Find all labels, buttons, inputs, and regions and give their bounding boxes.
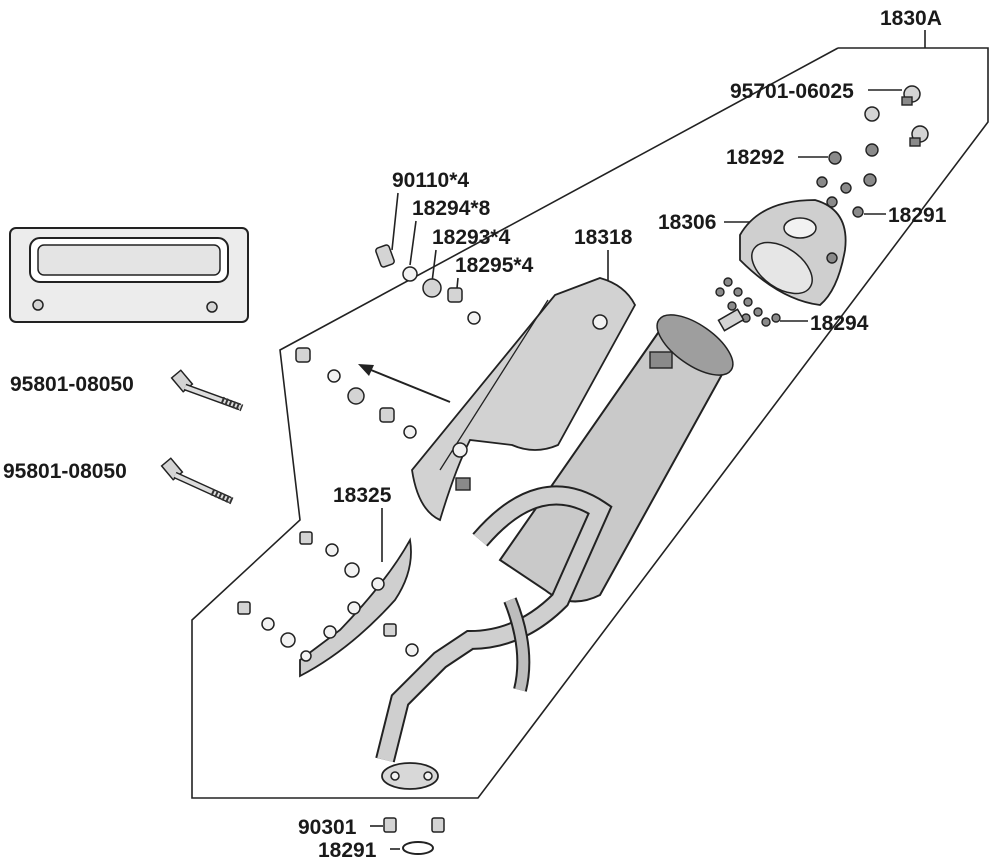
label-18318: 18318	[574, 226, 633, 249]
leader-90110	[391, 192, 399, 251]
muffler-body	[498, 308, 745, 603]
label-90110: 90110*4	[392, 169, 469, 192]
bottom-nuts-90301	[383, 817, 445, 833]
leader-18294x8	[409, 220, 417, 266]
heat-shield-18318	[411, 277, 637, 522]
label-18294-right: 18294	[810, 312, 869, 335]
top-washers	[816, 143, 879, 218]
label-18295: 18295*4	[455, 254, 534, 277]
guard-18325	[299, 537, 412, 678]
label-95701-06025: 95701-06025	[730, 80, 854, 103]
long-bolt-2	[160, 457, 234, 505]
label-18291-top: 18291	[888, 204, 947, 227]
gasket-18291-bottom	[402, 841, 434, 855]
small-rings	[715, 277, 781, 327]
label-18291-bottom: 18291	[318, 839, 377, 862]
guard-hardware	[237, 531, 419, 657]
label-18306: 18306	[658, 211, 716, 234]
assembly-arrow	[358, 364, 451, 403]
label-18293: 18293*4	[432, 226, 511, 249]
decal-panel	[9, 227, 249, 323]
exhaust-pipe	[375, 485, 613, 790]
top-bolts	[864, 85, 929, 147]
label-95801-08050-a: 95801-08050	[10, 373, 134, 396]
long-bolt-1	[170, 369, 244, 412]
label-18325: 18325	[333, 484, 392, 507]
label-90301: 90301	[298, 816, 357, 839]
shield-hardware	[295, 244, 481, 439]
label-1830a: 1830A	[880, 7, 942, 30]
label-18292: 18292	[726, 146, 784, 169]
label-95801-08050-b: 95801-08050	[3, 460, 127, 483]
end-cap-18306	[739, 199, 847, 306]
label-18294x8: 18294*8	[412, 197, 491, 220]
assembly-outline	[191, 47, 989, 799]
leader-18293	[431, 249, 437, 283]
